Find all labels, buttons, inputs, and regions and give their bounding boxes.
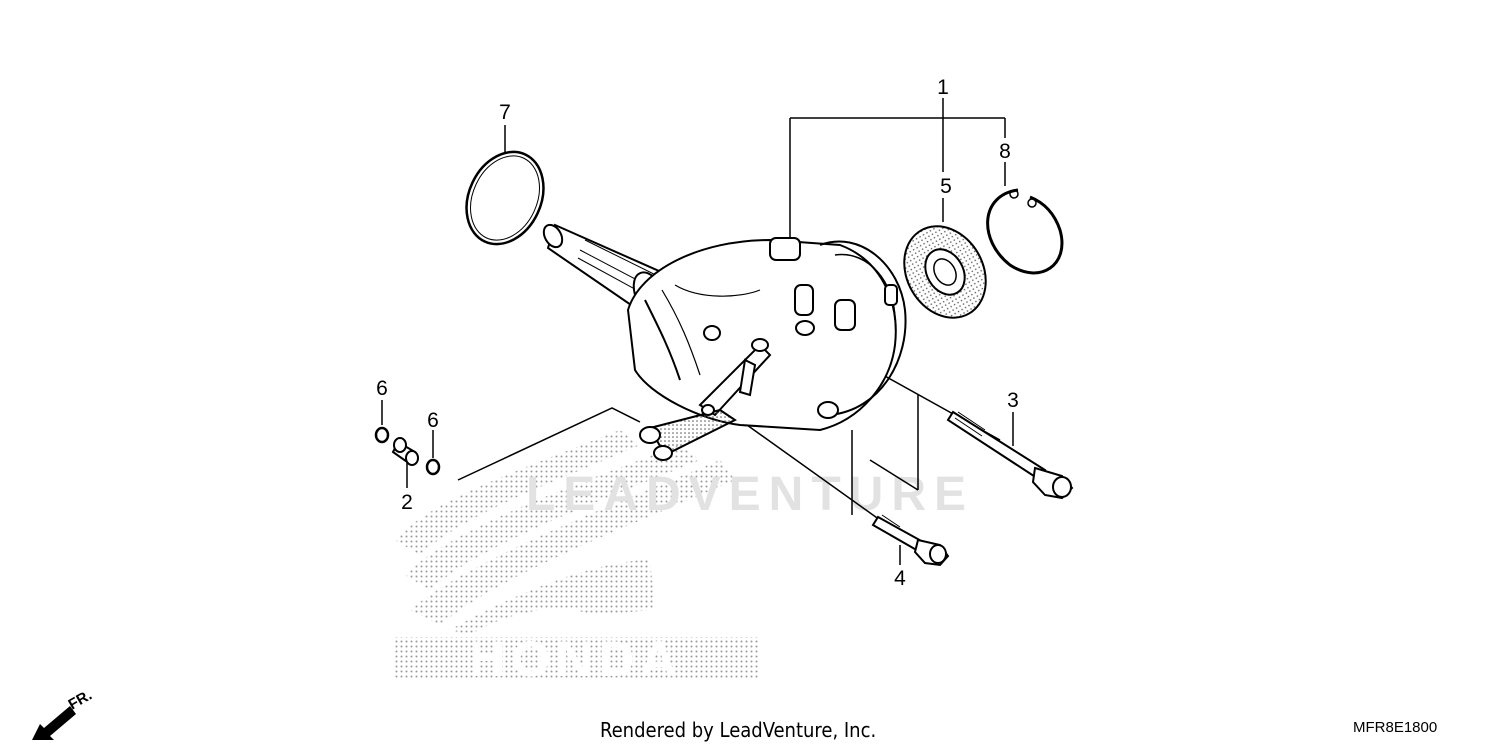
diagram-code: MFR8E1800: [1353, 719, 1438, 736]
callout-7: 7: [499, 101, 511, 124]
callout-6-right: 6: [427, 409, 439, 432]
callout-8: 8: [999, 140, 1011, 163]
part-3-bolt: [946, 410, 1074, 500]
callout-2: 2: [401, 491, 413, 514]
callout-1: 1: [937, 76, 949, 99]
part-8-circlip: [986, 188, 1064, 275]
arrow-left-down-icon: [32, 706, 76, 740]
part-2-collar: [391, 437, 419, 466]
part-7-o-ring: [465, 150, 545, 246]
honda-wing-watermark: [395, 430, 735, 635]
callout-4: 4: [894, 567, 906, 590]
part-6-washer-left: [374, 426, 390, 444]
part-5-bearing: [903, 225, 987, 319]
final-gear-case-assembly: [542, 223, 907, 461]
honda-watermark-text: HONDA: [469, 631, 682, 687]
footer-credit: Rendered by LeadVenture, Inc.: [600, 718, 877, 742]
front-direction-arrow: FR.: [32, 687, 95, 740]
callout-3: 3: [1007, 389, 1019, 412]
callout-5: 5: [940, 175, 952, 198]
honda-wordmark-watermark: HONDA: [395, 631, 760, 687]
part-4-bolt: [871, 514, 950, 567]
leadventure-watermark-text: LEADVENTURE: [526, 468, 974, 521]
callout-6-left: 6: [376, 377, 388, 400]
part-6-washer-right: [425, 458, 441, 476]
